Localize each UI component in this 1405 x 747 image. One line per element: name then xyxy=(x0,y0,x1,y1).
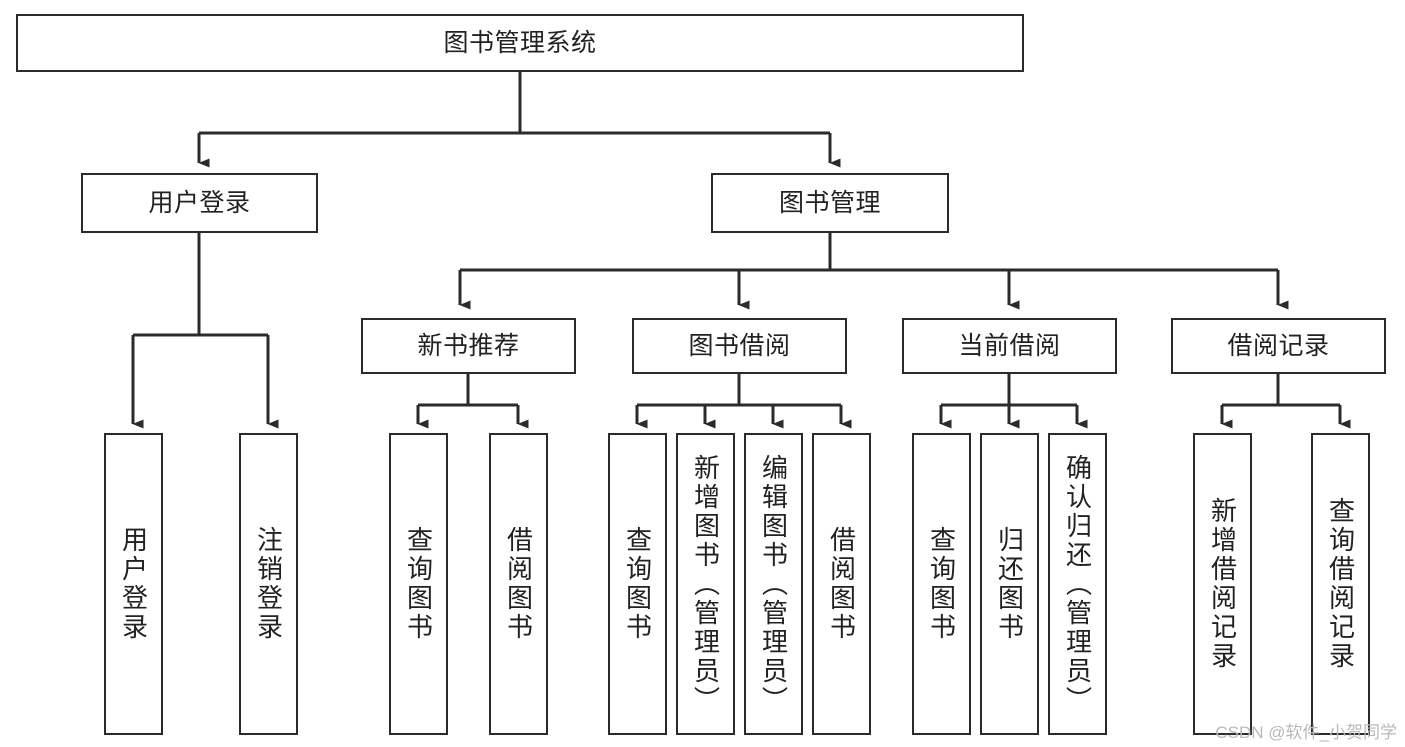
node-leaf-return-book[interactable]: 归还图书 xyxy=(980,433,1039,735)
node-leaf-edit-book[interactable]: 编辑图书（管理员） xyxy=(744,433,803,735)
node-current-borrow-label: 当前借阅 xyxy=(958,331,1061,360)
node-leaf-borrow-book-1-label: 借阅图书 xyxy=(503,526,534,642)
node-leaf-borrow-book-1[interactable]: 借阅图书 xyxy=(489,433,548,735)
node-leaf-query-book-2[interactable]: 查询图书 xyxy=(608,433,667,735)
node-leaf-add-record-label: 新增借阅记录 xyxy=(1207,497,1238,671)
node-leaf-logout-label: 注销登录 xyxy=(253,526,284,642)
node-leaf-query-record-label: 查询借阅记录 xyxy=(1325,497,1356,671)
node-borrow-record-label: 借阅记录 xyxy=(1227,331,1330,360)
node-user-login-label: 用户登录 xyxy=(148,188,251,217)
node-leaf-confirm-return-label: 确认归还（管理员） xyxy=(1062,453,1093,715)
csdn-watermark: CSDN @软件_小贺同学 xyxy=(1215,723,1397,742)
node-leaf-query-record[interactable]: 查询借阅记录 xyxy=(1311,433,1370,735)
node-leaf-return-book-label: 归还图书 xyxy=(994,526,1025,642)
node-new-book-rec[interactable]: 新书推荐 xyxy=(361,318,576,374)
node-leaf-user-login-label: 用户登录 xyxy=(118,526,149,642)
node-leaf-confirm-return[interactable]: 确认归还（管理员） xyxy=(1048,433,1107,735)
node-leaf-edit-book-label: 编辑图书（管理员） xyxy=(758,453,789,715)
node-current-borrow[interactable]: 当前借阅 xyxy=(902,318,1117,374)
node-leaf-query-book-1[interactable]: 查询图书 xyxy=(389,433,448,735)
node-root-label: 图书管理系统 xyxy=(443,28,597,57)
node-book-borrow[interactable]: 图书借阅 xyxy=(632,318,847,374)
node-leaf-query-book-2-label: 查询图书 xyxy=(622,526,653,642)
node-root[interactable]: 图书管理系统 xyxy=(16,14,1024,72)
node-leaf-query-book-3-label: 查询图书 xyxy=(926,526,957,642)
node-book-mgmt-label: 图书管理 xyxy=(778,188,881,217)
node-book-borrow-label: 图书借阅 xyxy=(688,331,791,360)
node-leaf-logout[interactable]: 注销登录 xyxy=(239,433,298,735)
node-new-book-rec-label: 新书推荐 xyxy=(417,331,520,360)
node-leaf-borrow-book-2[interactable]: 借阅图书 xyxy=(812,433,871,735)
node-borrow-record[interactable]: 借阅记录 xyxy=(1171,318,1386,374)
node-user-login[interactable]: 用户登录 xyxy=(81,173,318,233)
node-leaf-borrow-book-2-label: 借阅图书 xyxy=(826,526,857,642)
node-leaf-query-book-3[interactable]: 查询图书 xyxy=(912,433,971,735)
node-leaf-add-record[interactable]: 新增借阅记录 xyxy=(1193,433,1252,735)
node-leaf-user-login[interactable]: 用户登录 xyxy=(104,433,163,735)
node-leaf-add-book[interactable]: 新增图书（管理员） xyxy=(676,433,735,735)
node-leaf-query-book-1-label: 查询图书 xyxy=(403,526,434,642)
node-book-mgmt[interactable]: 图书管理 xyxy=(711,173,949,233)
node-leaf-add-book-label: 新增图书（管理员） xyxy=(690,453,721,715)
